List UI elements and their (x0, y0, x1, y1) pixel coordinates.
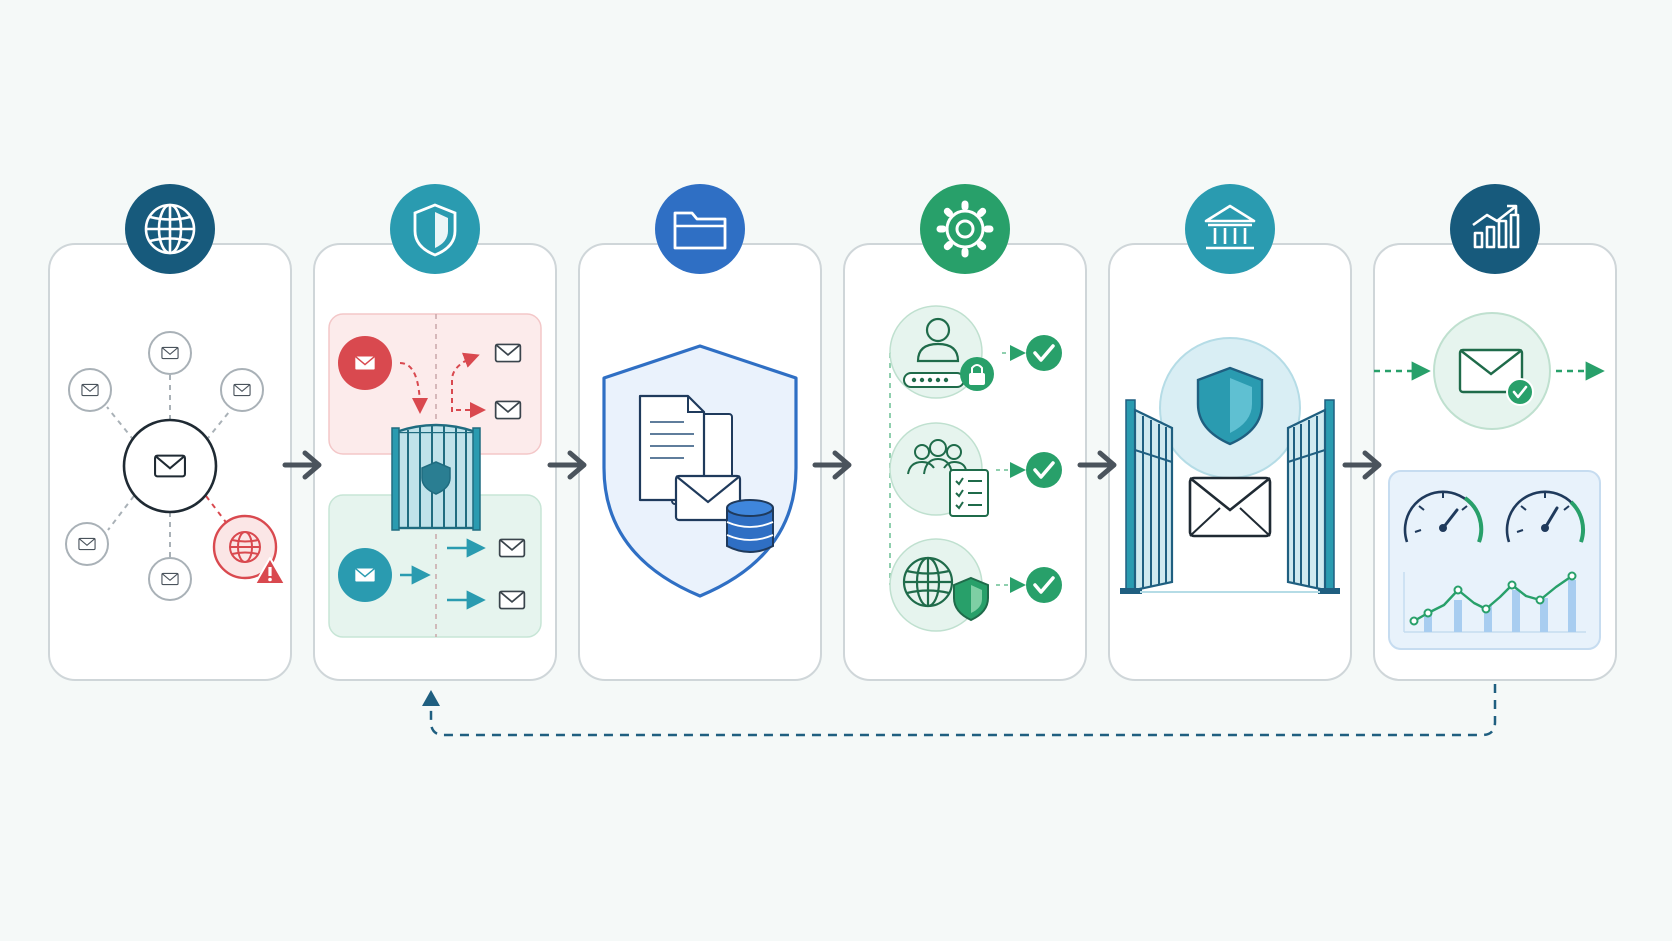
threat-globe-icon (212, 514, 286, 585)
secure-storage (602, 344, 798, 598)
bank-icon (1185, 184, 1275, 274)
envelope-icon (494, 400, 522, 420)
envelope-node (65, 522, 109, 566)
verification-checks (889, 305, 1062, 632)
team-checklist-icon (889, 422, 989, 517)
envelope-icon (494, 343, 522, 363)
stage-cards (48, 243, 1617, 681)
check-icon (1026, 335, 1062, 371)
envelope-icon (498, 538, 526, 558)
globe-shield-icon (889, 538, 989, 632)
arrow-right-icon (282, 450, 322, 480)
allowed-envelope (338, 548, 392, 602)
globe-icon (125, 184, 215, 274)
arrow-right-icon (812, 450, 852, 480)
arrow-right-icon (1342, 450, 1382, 480)
open-gate-left (1120, 399, 1174, 594)
trend-chart (1403, 571, 1586, 633)
shield-icon (390, 184, 480, 274)
envelope-node (68, 368, 112, 412)
envelope-node (148, 331, 192, 375)
gauge-icon (1403, 490, 1484, 543)
gear-icon (920, 184, 1010, 274)
trusted-delivery (1120, 337, 1340, 594)
warning-icon (254, 557, 286, 585)
database-icon (726, 499, 774, 553)
central-envelope (122, 418, 218, 514)
check-icon (1026, 567, 1062, 603)
arrow-right-icon (1077, 450, 1117, 480)
envelope-icon (674, 474, 742, 522)
chart-up-icon (1450, 184, 1540, 274)
verified-envelope-icon (1433, 312, 1551, 430)
blocked-envelope (338, 336, 392, 390)
check-icon (1026, 452, 1062, 488)
arrow-right-icon (547, 450, 587, 480)
envelope-icon (498, 590, 526, 610)
folder-icon (655, 184, 745, 274)
open-gate-right (1286, 399, 1340, 594)
envelope-node (148, 557, 192, 601)
filtering-gateway (328, 313, 542, 638)
stage-badges (125, 184, 1540, 274)
feedback-loop-arrow (422, 684, 1497, 737)
envelope-node (220, 368, 264, 412)
user-lock-icon (889, 305, 994, 399)
monitoring (1374, 312, 1605, 650)
connector-arrows (282, 450, 1382, 480)
inbound-hub (65, 331, 286, 601)
envelope-icon (1188, 476, 1272, 538)
gate-icon (391, 423, 481, 531)
gauge-icon (1505, 490, 1585, 543)
